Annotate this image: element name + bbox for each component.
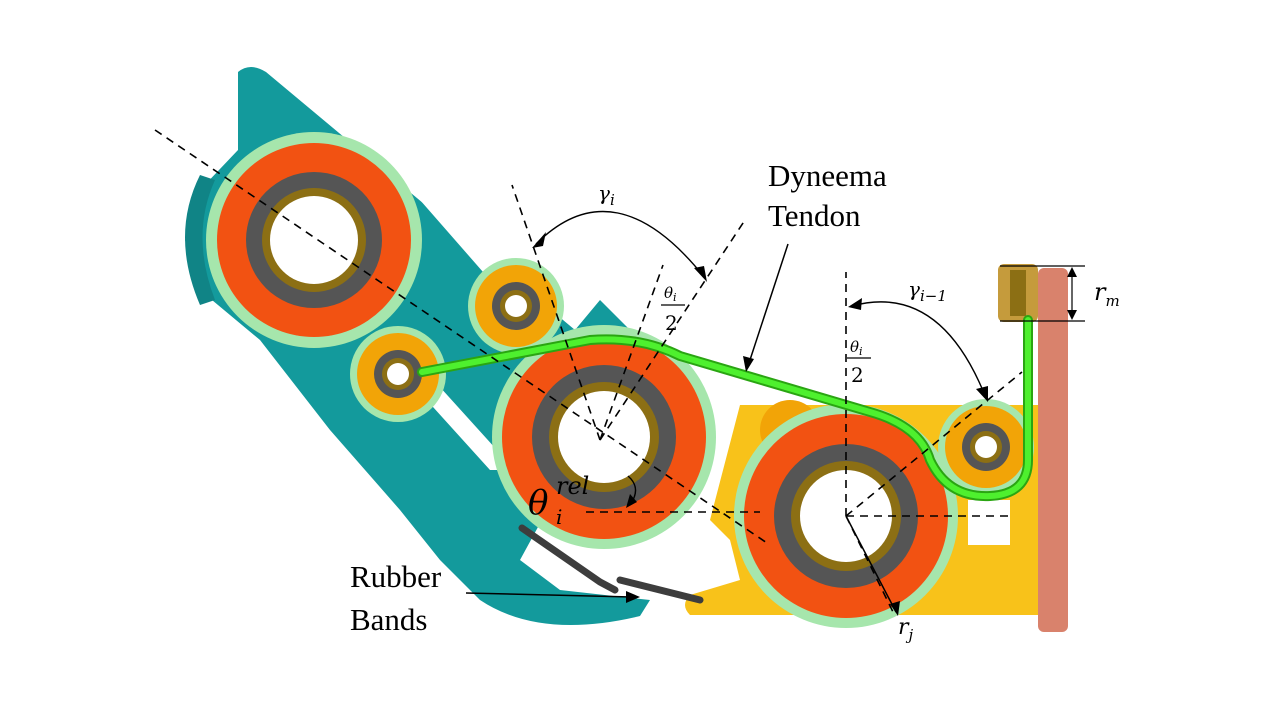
base-plate-body (1038, 268, 1068, 632)
pulley-bore (505, 295, 527, 317)
gamma-i-symbol: γi (598, 181, 615, 209)
middle-joint-ray-mid (599, 264, 664, 441)
rubber-label-line1: Rubber (350, 559, 442, 594)
tendon-arrowhead (743, 356, 754, 372)
rubber-label-line2: Bands (350, 602, 428, 637)
theta-half-numerator: θi (664, 284, 677, 304)
rm-arrowhead-top (1067, 267, 1077, 277)
rubber-bands (518, 524, 704, 604)
tendon-leader (747, 243, 789, 367)
pulley-bore (975, 436, 997, 458)
distal-link-rib (185, 175, 215, 305)
proximal-link-slot (968, 500, 1010, 545)
rm-arrowheads (1067, 267, 1077, 320)
rubber-band (518, 524, 619, 594)
joint-bore (270, 196, 358, 284)
leader-arrowheads (626, 356, 900, 616)
theta-half-denominator: 2 (851, 363, 864, 387)
construction-lines (154, 129, 1023, 613)
theta-rel-arrowhead (626, 494, 637, 508)
rm-dimension (1000, 265, 1085, 322)
proximal-joint-ray-pulley (845, 371, 1023, 517)
tendon-label-line1: Dyneema (768, 158, 887, 193)
theta-rel-subscript: i (556, 505, 562, 529)
base-plate (998, 264, 1068, 632)
joint-bore (558, 391, 650, 483)
middle-joint-ray-right (599, 219, 746, 441)
theta-rel-base: θ (528, 483, 548, 523)
pulley-upper (468, 258, 564, 354)
gamma-i-arrowhead-right (694, 266, 707, 282)
joint-middle (492, 325, 716, 549)
gamma-im1-arc (851, 301, 987, 399)
rm-symbol: rm (1094, 278, 1120, 310)
distal-link-axis (154, 129, 771, 546)
theta-half-fraction-proximal: θi 2 (847, 338, 871, 387)
rubber-band-arrowhead (626, 591, 640, 603)
theta-rel-symbol: θ rel i (528, 472, 589, 529)
rm-arrowhead-bottom (1067, 310, 1077, 320)
theta-rel-superscript: rel (556, 472, 589, 500)
pulley-distal-lower (350, 326, 446, 422)
arrow-heads (532, 232, 988, 508)
gamma-i-arrowhead-left (532, 232, 546, 248)
middle-joint-ray-left (511, 184, 601, 441)
gamma-im1-arrowhead-right (976, 386, 988, 402)
rj-symbol: rj (898, 615, 914, 644)
tendon-label-line2: Tendon (768, 198, 861, 233)
gamma-im1-arrowhead-left (848, 298, 862, 310)
motor-spool-core (1010, 270, 1026, 316)
theta-half-fraction-middle: θi 2 (661, 284, 685, 335)
rubber-band-leader (465, 592, 633, 598)
dyneema-tendon-core (419, 317, 1031, 500)
rubber-band (616, 576, 704, 604)
gamma-i-arc (535, 210, 706, 279)
leader-lines (465, 243, 897, 613)
theta-half-numerator: θi (850, 338, 863, 358)
pulley-bore (387, 363, 409, 385)
rj-arrowhead (890, 601, 900, 616)
pulley-proximal (938, 399, 1034, 495)
rj-arrow-shaft (845, 515, 897, 613)
joint-distal (206, 132, 422, 348)
gamma-im1-symbol: γi−1 (908, 277, 947, 305)
theta-half-denominator: 2 (665, 311, 678, 335)
